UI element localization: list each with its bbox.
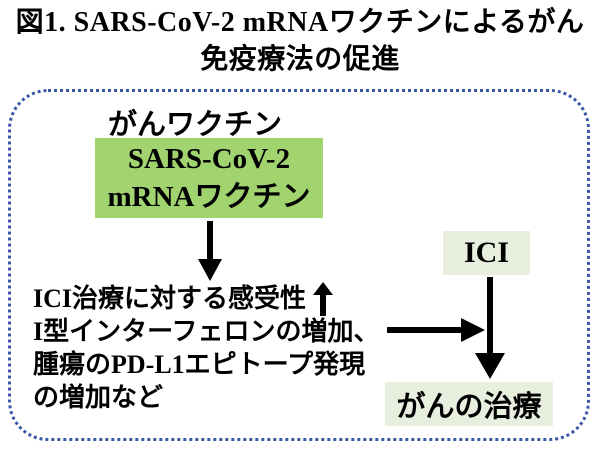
mrna-vaccine-box-line2: mRNAワクチン: [107, 181, 311, 213]
ici-down-arrow-icon: [473, 277, 507, 379]
effects-line1-text: ICI治療に対する感受性: [33, 284, 307, 313]
mrna-vaccine-box: SARS-CoV-2 mRNAワクチン: [95, 138, 323, 218]
effects-text-block: ICI治療に対する感受性 I型インターフェロンの増加、 腫瘍のPD-L1エピトー…: [33, 281, 380, 414]
effects-line1: ICI治療に対する感受性: [33, 281, 380, 316]
cancer-vaccine-label: がんワクチン: [108, 109, 283, 141]
cancer-treatment-box: がんの治療: [385, 382, 553, 426]
down-arrow-icon: [193, 221, 227, 281]
ici-box: ICI: [443, 231, 530, 275]
effects-line4: の増加など: [33, 383, 164, 412]
effects-line3: 腫瘍のPD-L1エピトープ発現: [33, 350, 366, 379]
mrna-vaccine-box-line1: SARS-CoV-2: [127, 143, 291, 175]
figure-title-line2: 免疫療法の促進: [200, 44, 400, 75]
diagram-frame: [8, 89, 590, 441]
effects-line2: I型インターフェロンの増加、: [33, 317, 380, 346]
figure-title: 図1. SARS-CoV-2 mRNAワクチンによるがん 免疫療法の促進: [0, 4, 600, 78]
figure-title-line1: 図1. SARS-CoV-2 mRNAワクチンによるがん: [15, 7, 585, 38]
right-arrow-icon: [387, 314, 485, 346]
ici-box-label: ICI: [463, 236, 509, 269]
cancer-treatment-box-label: がんの治療: [396, 391, 542, 423]
up-arrow-icon: [311, 281, 335, 316]
